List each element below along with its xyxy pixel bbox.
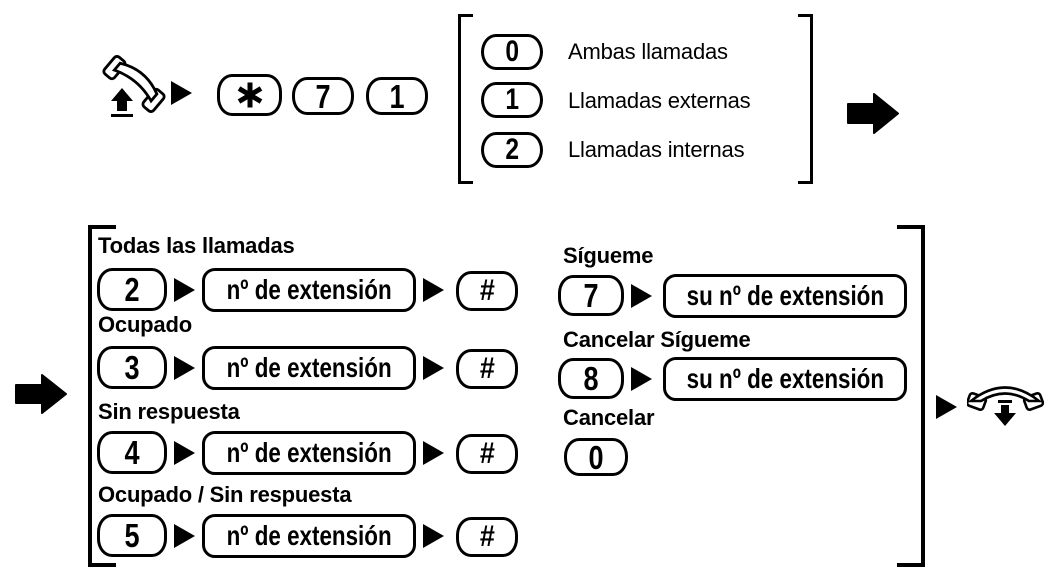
- step-arrow-icon: [423, 278, 444, 302]
- forward-option-title: Ocupado / Sin respuesta: [98, 482, 352, 507]
- key-label: 7: [583, 277, 599, 314]
- key-label: 0: [588, 438, 604, 476]
- own-extension-number-box: su nº de extensión: [663, 274, 907, 318]
- key-1-external-calls: 1: [481, 82, 543, 118]
- box-label: nº de extensión: [226, 352, 392, 383]
- key-7-follow-me: 7: [558, 275, 624, 316]
- bracket-open: [88, 225, 116, 567]
- key-label: 1: [389, 77, 405, 115]
- option-label-internal-calls: Llamadas internas: [568, 137, 745, 162]
- key-hash: #: [456, 349, 518, 389]
- forward-option-title: Ocupado: [98, 312, 192, 337]
- key-label: #: [479, 274, 495, 307]
- forward-option-title: Cancelar Sígueme: [563, 327, 751, 352]
- key-0-both-calls: 0: [481, 34, 543, 70]
- step-arrow-icon: [171, 81, 192, 105]
- step-arrow-icon: [174, 524, 195, 548]
- key-label: 2: [124, 271, 140, 308]
- key-5-busy-no-answer: 5: [97, 514, 167, 557]
- key-label: 8: [583, 360, 599, 397]
- step-arrow-icon: [174, 356, 195, 380]
- key-label: 7: [315, 77, 331, 115]
- extension-number-box: nº de extensión: [202, 431, 416, 475]
- box-label: su nº de extensión: [686, 280, 884, 311]
- bracket-open: [458, 14, 473, 184]
- flow-arrow-icon: [15, 374, 67, 414]
- option-label-external-calls: Llamadas externas: [568, 88, 751, 113]
- bracket-close: [798, 14, 813, 184]
- box-label: nº de extensión: [226, 274, 392, 305]
- extension-number-box: nº de extensión: [202, 514, 416, 558]
- key-label: 2: [505, 133, 520, 166]
- key-3-busy: 3: [97, 346, 167, 389]
- forward-option-title: Cancelar: [563, 405, 655, 430]
- key-label: 4: [124, 434, 140, 471]
- own-extension-number-box: su nº de extensión: [663, 357, 907, 401]
- step-arrow-icon: [423, 441, 444, 465]
- bracket-close: [897, 225, 925, 567]
- key-2-all-calls: 2: [97, 268, 167, 311]
- star-key-icon: [237, 82, 262, 108]
- key-1: 1: [366, 77, 428, 115]
- key-star: [217, 74, 282, 116]
- extension-number-box: nº de extensión: [202, 268, 416, 312]
- key-2-internal-calls: 2: [481, 132, 543, 168]
- key-hash: #: [456, 517, 518, 557]
- key-label: 3: [124, 349, 140, 386]
- box-label: nº de extensión: [226, 437, 392, 468]
- key-hash: #: [456, 434, 518, 474]
- key-hash: #: [456, 271, 518, 311]
- option-label-both-calls: Ambas llamadas: [568, 39, 728, 64]
- extension-number-box: nº de extensión: [202, 346, 416, 390]
- key-0-cancel: 0: [564, 438, 628, 476]
- key-label: 5: [124, 517, 140, 554]
- key-label: #: [479, 352, 495, 385]
- key-7: 7: [292, 77, 354, 115]
- step-arrow-icon: [631, 367, 652, 391]
- key-8-cancel-follow-me: 8: [558, 358, 624, 399]
- key-label: 1: [505, 83, 520, 116]
- step-arrow-icon: [936, 395, 957, 419]
- forward-option-title: Sígueme: [563, 243, 654, 268]
- step-arrow-icon: [423, 356, 444, 380]
- step-arrow-icon: [174, 278, 195, 302]
- key-4-no-answer: 4: [97, 431, 167, 474]
- offhook-phone-icon: [102, 55, 166, 117]
- box-label: su nº de extensión: [686, 363, 884, 394]
- step-arrow-icon: [631, 284, 652, 308]
- key-label: #: [479, 520, 495, 553]
- onhook-phone-icon: [967, 386, 1045, 426]
- flow-arrow-icon: [847, 93, 899, 134]
- key-label: 0: [505, 35, 520, 68]
- forward-option-title: Sin respuesta: [98, 399, 240, 424]
- down-arrow-icon: [994, 405, 1016, 426]
- box-label: nº de extensión: [226, 520, 392, 551]
- step-arrow-icon: [423, 524, 444, 548]
- forward-option-title: Todas las llamadas: [98, 233, 295, 258]
- key-label: #: [479, 437, 495, 470]
- up-arrow-icon: [111, 88, 133, 111]
- step-arrow-icon: [174, 441, 195, 465]
